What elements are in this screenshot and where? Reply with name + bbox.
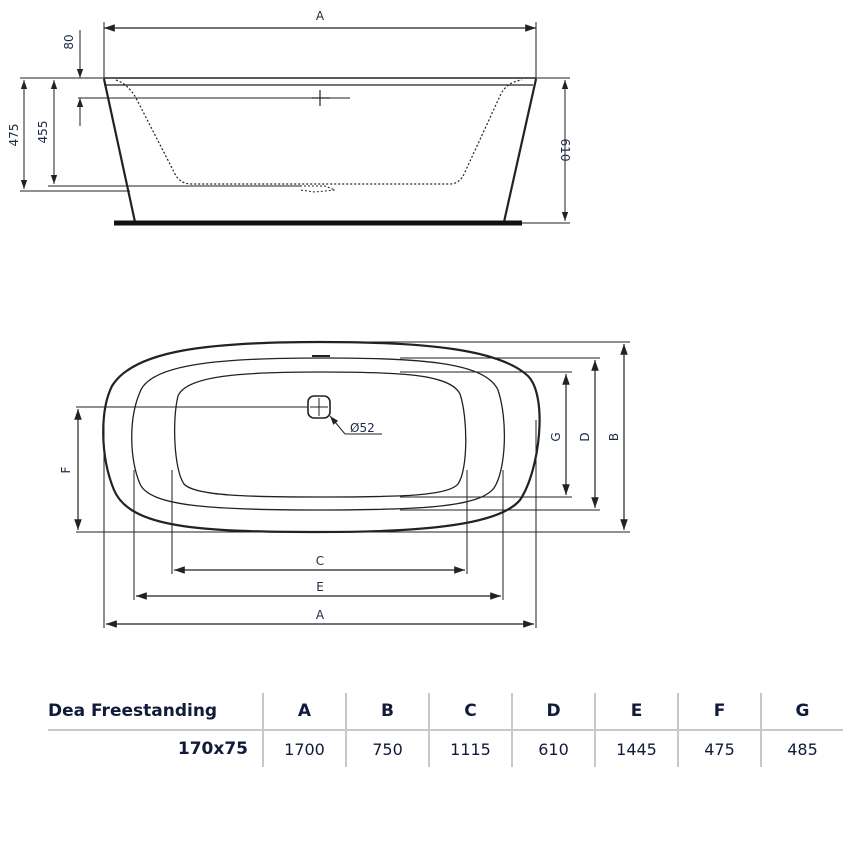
value-cell-g: 485 xyxy=(760,730,843,767)
value-cell-f: 475 xyxy=(677,730,761,767)
top-label-f: F xyxy=(59,466,73,473)
table-row: 170x75 1700 750 1115 610 1445 475 485 xyxy=(48,730,843,767)
column-header-a: A xyxy=(262,693,346,731)
value-cell-c: 1115 xyxy=(428,730,512,767)
top-label-g: G xyxy=(549,432,563,441)
side-label-a: A xyxy=(316,9,325,23)
column-header-e: E xyxy=(594,693,678,731)
top-label-d: D xyxy=(578,432,592,441)
dimension-table: Dea Freestanding A B C D E F G 170x75 17… xyxy=(48,693,843,767)
value-cell-d: 610 xyxy=(511,730,595,767)
column-header-g: G xyxy=(760,693,843,731)
side-label-610: 610 xyxy=(558,139,572,162)
column-header-c: C xyxy=(428,693,512,731)
side-label-475: 475 xyxy=(7,124,21,147)
top-label-diameter: Ø52 xyxy=(350,421,375,435)
column-header-f: F xyxy=(677,693,761,731)
top-label-e: E xyxy=(316,580,324,594)
side-label-455: 455 xyxy=(36,121,50,144)
side-view xyxy=(20,22,570,226)
column-header-b: B xyxy=(345,693,429,731)
model-name-header: Dea Freestanding xyxy=(48,693,263,731)
technical-drawing: A 80 475 455 610 xyxy=(7,9,630,628)
column-header-d: D xyxy=(511,693,595,731)
top-view xyxy=(74,340,630,628)
value-cell-b: 750 xyxy=(345,730,429,767)
value-cell-a: 1700 xyxy=(262,730,346,767)
top-label-a: A xyxy=(316,608,325,622)
size-cell: 170x75 xyxy=(177,739,248,759)
value-cell-e: 1445 xyxy=(594,730,678,767)
top-label-b: B xyxy=(607,433,621,441)
table-header-row: Dea Freestanding A B C D E F G xyxy=(48,693,843,731)
side-label-80: 80 xyxy=(62,34,76,49)
top-label-c: C xyxy=(316,554,324,568)
